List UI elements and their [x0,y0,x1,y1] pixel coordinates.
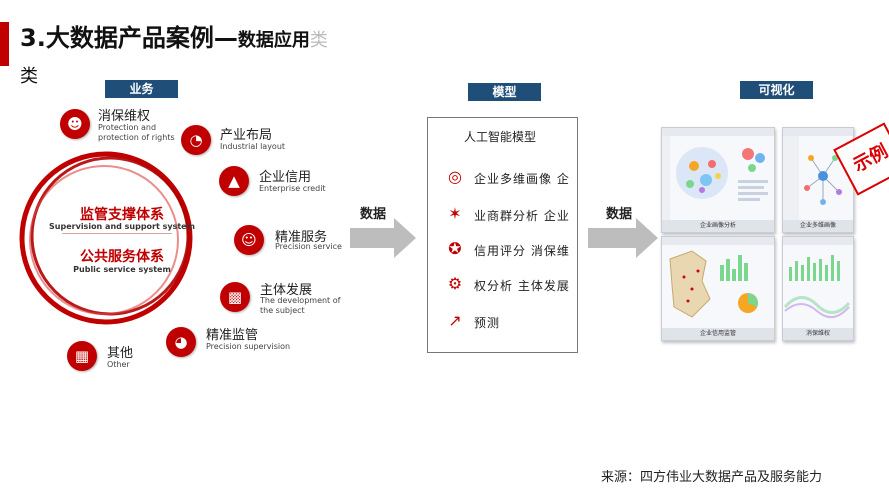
gauge-icon: ◕ [166,327,196,357]
bar-wave-graphic [783,237,853,318]
node-service-zh: 精准服务 [275,230,328,245]
model-row-text: 信用评分 消保维 [474,244,570,258]
node-protection-en: Protection and protection of rights [98,123,175,142]
title-main: 大数据产品案例 [45,24,214,52]
node-supervision-en: Precision supervision [206,342,291,351]
screenshot-credit-supervision: 企业信用监管 [661,236,775,341]
node-industry-en: Industrial layout [220,142,286,151]
node-protection-zh: 消保维权 [98,109,151,124]
bubble-cluster-graphic [662,128,774,220]
node-other-zh: 其他 [107,346,134,361]
model-title: 人工智能模型 [464,130,537,144]
node-other-en: Other [107,360,130,369]
map-and-charts-graphic [662,237,774,318]
model-row: ◎ 企业多维画像 企 [444,166,577,190]
title-faded: 类 [309,30,328,51]
model-box: 人工智能模型 ◎ 企业多维画像 企 ✶ 业商群分析 企业 ✪ 信用评分 消保维 … [427,117,578,353]
page-title: 3.大数据产品案例—数据应用类 [20,26,400,53]
screenshot-portrait-analysis: 企业画像分析 [661,127,775,233]
node-credit-en: Enterprise credit [259,184,326,193]
arrow-right-icon [350,218,416,258]
center-divider [62,233,172,234]
title-wrap-line: 类 [20,66,38,87]
node-supervision-zh: 精准监管 [206,328,259,343]
node-development-zh: 主体发展 [260,283,313,298]
model-row-text: 权分析 主体发展 [474,279,570,293]
model-row-text: 预测 [474,316,501,330]
smile-icon: ☺ [234,225,264,255]
section-label-visual: 可视化 [740,81,813,99]
arrow-label-1: 数据 [360,207,387,222]
model-row: ↗ 预测 [444,310,577,334]
people-icon: ☻ [60,109,90,139]
bar-chart-icon: ▩ [220,282,250,312]
target-icon: ◎ [448,167,462,186]
section-label-model: 模型 [468,83,541,101]
node-credit-zh: 企业信用 [259,170,312,185]
center-subtitle-1: Supervision and support system [49,222,195,231]
screenshot-caption: 企业多维画像 [783,220,853,232]
thumbs-up-icon: ▲ [219,166,249,196]
model-row: ✪ 信用评分 消保维 [444,238,577,262]
center-title-1: 监管支撑体系 [80,207,164,223]
screenshot-consumer-rights: 消保维权 [782,236,854,341]
center-subtitle-2: Public service system [73,265,171,274]
model-row: ⚙ 权分析 主体发展 [444,273,577,297]
center-title-2: 公共服务体系 [80,249,164,265]
section-label-business: 业务 [105,80,178,98]
model-row: ✶ 业商群分析 企业 [444,203,577,227]
model-row-text: 业商群分析 企业 [474,209,570,223]
title-sub: 数据应用 [237,30,310,51]
medal-icon: ✪ [448,239,462,258]
trend-icon: ↗ [448,311,462,330]
source-note: 来源：四方伟业大数据产品及服务能力 [601,470,823,485]
title-accent-bar [0,22,9,66]
node-industry-zh: 产业布局 [220,128,273,143]
title-dash: — [213,24,238,52]
red-rings-graphic [19,151,193,325]
grid-icon: ▦ [67,341,97,371]
screenshot-caption: 企业信用监管 [662,328,774,340]
node-service-en: Precision service [275,242,342,251]
arrow-label-2: 数据 [606,207,633,222]
radial-network-graphic [783,128,853,220]
node-development-en: The development of the subject [260,296,341,315]
brain-icon: ⚙ [447,274,463,293]
network-icon: ✶ [448,204,462,223]
pie-icon: ◔ [181,125,211,155]
screenshot-caption: 企业画像分析 [662,220,774,232]
screenshot-caption: 消保维权 [783,328,853,340]
arrow-right-icon [588,218,658,258]
model-row-text: 企业多维画像 企 [474,172,570,186]
title-prefix: 3. [20,24,46,52]
